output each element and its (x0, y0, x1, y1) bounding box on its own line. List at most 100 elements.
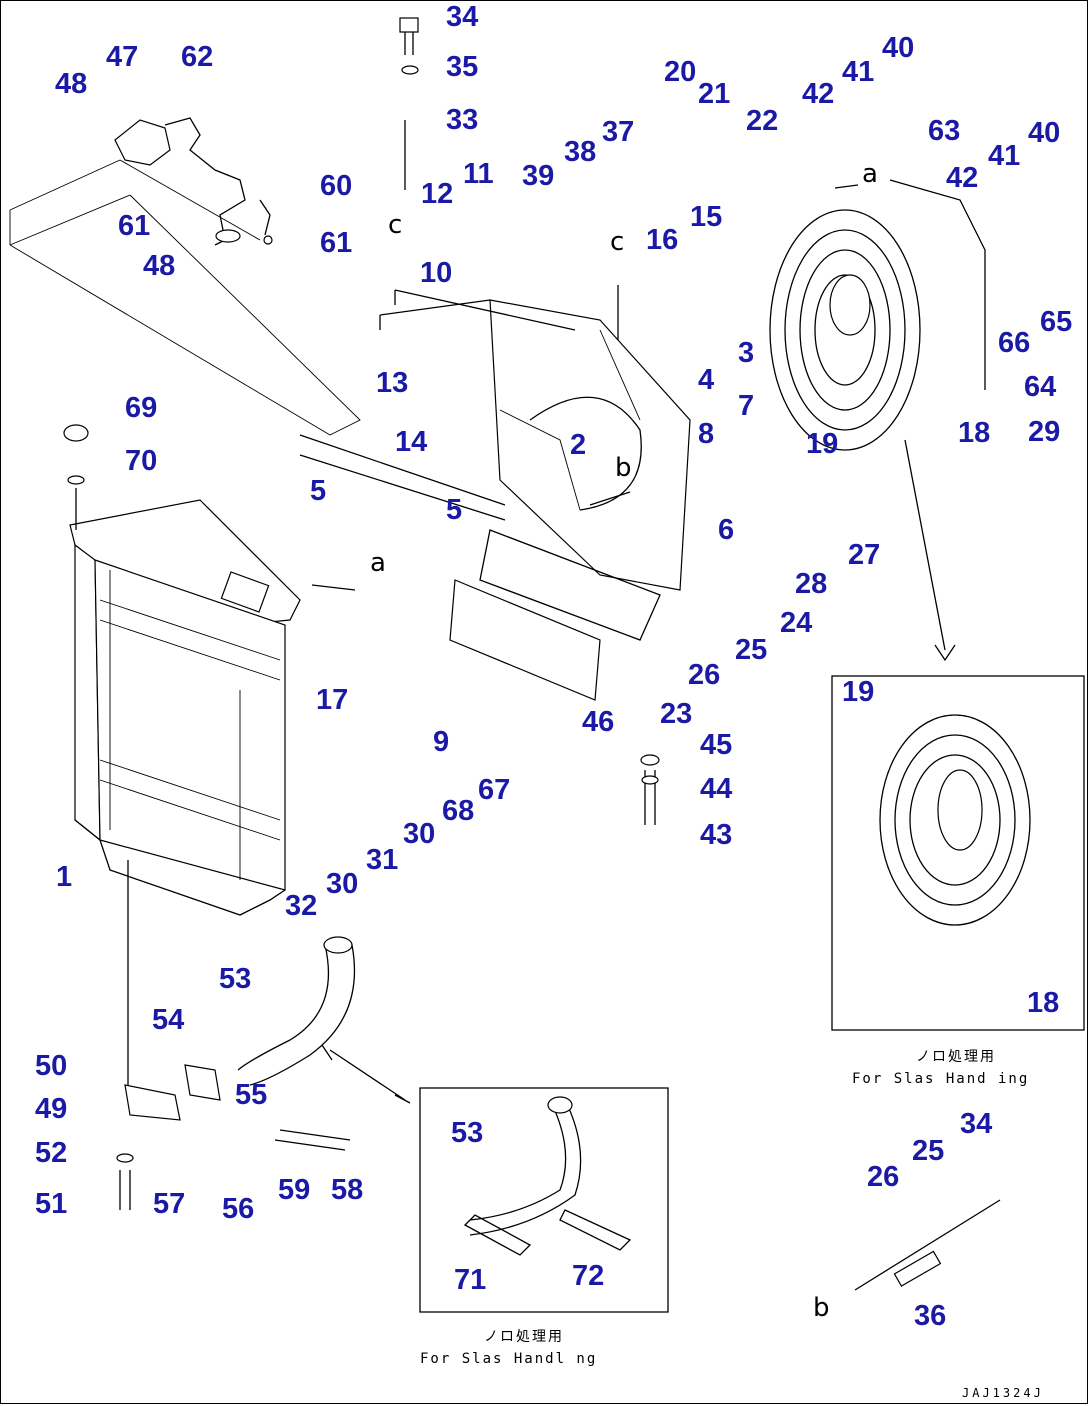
part-label-53: 53 (451, 1117, 484, 1149)
part-label-3: 3 (738, 337, 755, 369)
part-label-54: 54 (152, 1004, 185, 1036)
part-label-4: 4 (698, 364, 715, 396)
part-label-69: 69 (125, 392, 158, 424)
arrow-a-right (834, 184, 859, 189)
arrow-to-inset-guard (904, 439, 956, 662)
part-label-70: 70 (125, 445, 158, 477)
part-label-23: 23 (660, 698, 693, 730)
part-label-40: 40 (1028, 117, 1061, 149)
part-label-22: 22 (746, 105, 779, 137)
part-label-37: 37 (602, 116, 635, 148)
part-label-42: 42 (802, 78, 835, 110)
part-label-60: 60 (320, 170, 353, 202)
part-label-35: 35 (446, 51, 479, 83)
part-label-21: 21 (698, 78, 731, 110)
part-label-15: 15 (690, 201, 723, 233)
part-label-65: 65 (1040, 306, 1073, 338)
part-label-29: 29 (1028, 416, 1061, 448)
part-label-30: 30 (403, 818, 436, 850)
part-label-25: 25 (735, 634, 768, 666)
part-label-24: 24 (780, 607, 813, 639)
part-label-14: 14 (395, 426, 428, 458)
arrow-to-inset-pipe (321, 1044, 411, 1104)
part-label-31: 31 (366, 844, 399, 876)
view-letter-b: b (813, 1293, 830, 1323)
part-label-50: 50 (35, 1050, 68, 1082)
radiator-core (63, 424, 301, 916)
part-label-25: 25 (912, 1135, 945, 1167)
fan-guard (769, 179, 986, 451)
part-label-30: 30 (326, 868, 359, 900)
part-label-7: 7 (738, 390, 755, 422)
part-label-26: 26 (688, 659, 721, 691)
inset-pipe-caption-jp: ノロ処理用 (484, 1329, 564, 1345)
part-label-59: 59 (278, 1174, 311, 1206)
part-label-2: 2 (570, 429, 587, 461)
bolt-detail-b (854, 1199, 1001, 1291)
part-label-5: 5 (310, 475, 327, 507)
part-label-27: 27 (848, 539, 881, 571)
part-label-28: 28 (795, 568, 828, 600)
part-label-20: 20 (664, 56, 697, 88)
part-label-66: 66 (998, 327, 1031, 359)
part-label-51: 51 (35, 1188, 68, 1220)
fan-shroud (299, 289, 691, 701)
part-label-44: 44 (700, 773, 733, 805)
part-label-9: 9 (433, 726, 450, 758)
part-label-8: 8 (698, 418, 715, 450)
part-label-34: 34 (446, 1, 479, 33)
view-letter-a: a (862, 159, 878, 189)
view-letter-c: c (388, 210, 403, 240)
part-label-26: 26 (867, 1161, 900, 1193)
part-label-36: 36 (914, 1300, 947, 1332)
part-label-34: 34 (960, 1108, 993, 1140)
part-label-5: 5 (446, 494, 463, 526)
part-label-1: 1 (56, 861, 73, 893)
drawing-code: JAJ1324J (962, 1386, 1044, 1400)
bolts-and-washers (116, 17, 660, 1210)
part-label-67: 67 (478, 774, 511, 806)
part-label-57: 57 (153, 1188, 186, 1220)
inset-pipe-box (419, 1087, 669, 1313)
part-label-72: 72 (572, 1260, 605, 1292)
part-label-18: 18 (1027, 987, 1060, 1019)
inset-guard-caption-en: For Slas Hand ing (852, 1071, 1030, 1087)
part-label-43: 43 (700, 819, 733, 851)
part-label-53: 53 (219, 963, 252, 995)
part-label-17: 17 (316, 684, 349, 716)
part-label-13: 13 (376, 367, 409, 399)
part-label-6: 6 (718, 514, 735, 546)
part-label-32: 32 (285, 890, 318, 922)
part-label-47: 47 (106, 41, 139, 73)
part-label-40: 40 (882, 32, 915, 64)
part-label-16: 16 (646, 224, 679, 256)
part-label-52: 52 (35, 1137, 68, 1169)
bracket-assembly-top-left (114, 117, 273, 246)
inset-guard-box (831, 675, 1085, 1031)
part-label-48: 48 (55, 68, 88, 100)
view-letter-a: a (370, 548, 386, 578)
part-label-45: 45 (700, 729, 733, 761)
part-label-49: 49 (35, 1093, 68, 1125)
part-label-48: 48 (143, 250, 176, 282)
arrow-b (589, 491, 631, 506)
view-letter-c: c (610, 227, 625, 257)
part-label-33: 33 (446, 104, 479, 136)
inset-pipe-caption-en: For Slas Handl ng (420, 1351, 598, 1367)
part-label-12: 12 (421, 178, 454, 210)
part-label-19: 19 (806, 428, 839, 460)
part-label-39: 39 (522, 160, 555, 192)
hose-assembly (124, 860, 356, 1151)
part-label-38: 38 (564, 136, 597, 168)
part-label-62: 62 (181, 41, 214, 73)
part-label-10: 10 (420, 257, 453, 289)
part-label-18: 18 (958, 417, 991, 449)
part-label-46: 46 (582, 706, 615, 738)
part-label-55: 55 (235, 1079, 268, 1111)
part-label-71: 71 (454, 1264, 487, 1296)
part-label-56: 56 (222, 1193, 255, 1225)
part-label-41: 41 (842, 56, 875, 88)
